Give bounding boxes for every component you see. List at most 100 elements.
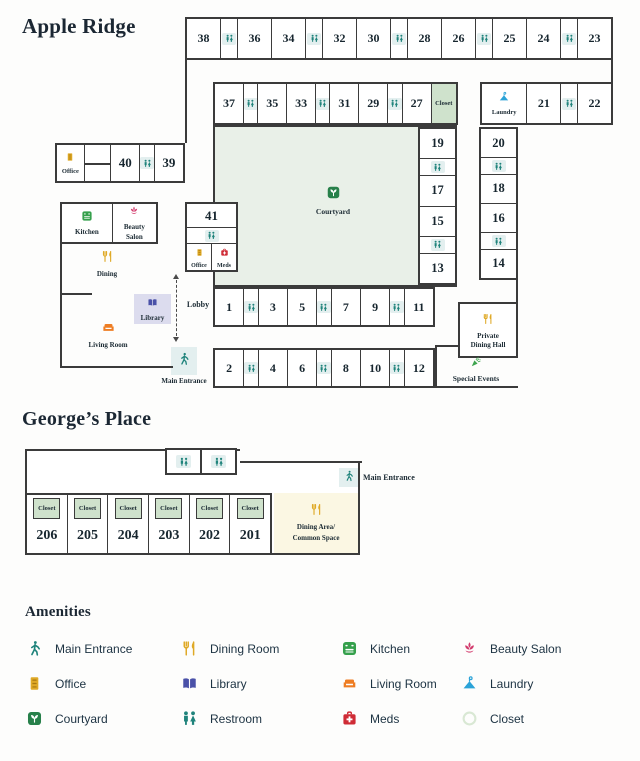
closet-cell: Closet [74,498,101,519]
main-entrance [171,347,197,375]
closet-icon [460,710,479,727]
restroom-cell [390,19,407,58]
courtyard-area: Courtyard [213,125,457,287]
restroom-icon [477,32,491,45]
laundry-label: Laundry [491,108,517,116]
room-39: 39 [153,145,183,181]
lobby-label: Lobby [186,300,210,309]
room-32: 32 [321,19,356,58]
room-9: 9 [359,289,389,325]
office-room: Office [57,145,84,181]
room-17: 17 [420,175,455,205]
room-41-block: 41 Office Meds [185,202,238,272]
dining-icon [310,503,323,521]
restroom-icon [204,229,219,242]
main-entrance-label: Main Entrance [161,377,207,385]
restroom-icon [430,161,445,174]
closet-cell: Closet [196,498,223,519]
dining-icon [101,250,114,268]
beauty-salon-label: Beauty Salon [123,223,145,241]
restroom-room [200,448,237,475]
restroom-room [165,448,202,475]
gp-dining-label-line2: Common Space [292,533,340,542]
legend-label: Meds [370,711,400,726]
room-5: 5 [286,289,316,325]
closet-cell: Closet [155,498,183,519]
meds-icon [220,244,229,262]
room-23: 23 [576,19,611,58]
library-icon [180,675,199,692]
wall-segment [60,242,62,368]
room-24: 24 [526,19,560,58]
restroom-cell [481,157,516,174]
room-22: 22 [577,84,611,123]
room-20: 20 [492,135,505,150]
restroom-icon [491,160,506,172]
room-31: 31 [329,84,358,123]
restroom-icon [222,32,236,45]
room-number: 204 [117,528,139,543]
private-dining-label: Private Dining Hall [470,332,506,350]
room-29: 29 [358,84,387,123]
legend-label: Library [210,676,247,691]
room-28: 28 [406,19,441,58]
legend-label: Main Entrance [55,641,133,656]
amenities-legend: Main Entrance Dining Room Kitchen Beauty Sa… [25,638,620,729]
legend-label: Dining Room [210,641,280,656]
restroom-cell [242,84,258,123]
room-8: 8 [330,350,360,386]
special-events-label: Special Events [452,374,500,383]
dining-area: Dining [85,250,129,279]
room-33: 33 [286,84,315,123]
restroom-icon [180,710,199,727]
room-35: 35 [257,84,286,123]
legend-item-dining: Dining Room [180,638,340,659]
room-36: 36 [236,19,271,58]
dining-icon [180,640,199,657]
laundry-icon [498,90,510,108]
courtyard-label: Courtyard [315,207,351,216]
restroom-icon [316,301,331,313]
legend-item-closet: Closet [460,708,620,729]
restroom-cell [243,289,258,325]
room-4: 4 [257,350,287,386]
room-3: 3 [257,289,287,325]
room-11: 11 [403,289,433,325]
room-26: 26 [441,19,475,58]
restroom-cell [560,19,577,58]
living-room-icon [340,675,359,692]
wall-segment [435,345,460,347]
courtyard-icon [25,710,44,727]
restroom-icon [307,32,321,45]
restroom-cell [316,350,331,386]
library-room: Library [134,294,171,324]
room-10: 10 [359,350,389,386]
legend-label: Beauty Salon [490,641,562,656]
legend-item-beauty-salon: Beauty Salon [460,638,620,659]
gp-dining-common-area: Dining Area/ Common Space [274,493,358,553]
office-icon [65,149,75,167]
restroom-icon [211,455,226,468]
room-14: 14 [481,248,516,278]
wall-segment [60,366,173,368]
dining-icon [482,312,494,330]
restroom-cell [316,289,331,325]
legend-item-office: Office [25,673,180,694]
legend-label: Kitchen [370,641,411,656]
legend-label: Office [55,676,87,691]
laundry-cell: Laundry [482,84,526,123]
legend-label: Living Room [370,676,437,691]
beauty-salon-icon [460,640,479,657]
room-15: 15 [420,205,455,236]
room-38: 38 [197,31,210,45]
restroom-icon [244,301,258,313]
legend-item-living-room: Living Room [340,673,460,694]
meds-label: Meds [217,262,231,269]
main-entrance [339,468,358,487]
